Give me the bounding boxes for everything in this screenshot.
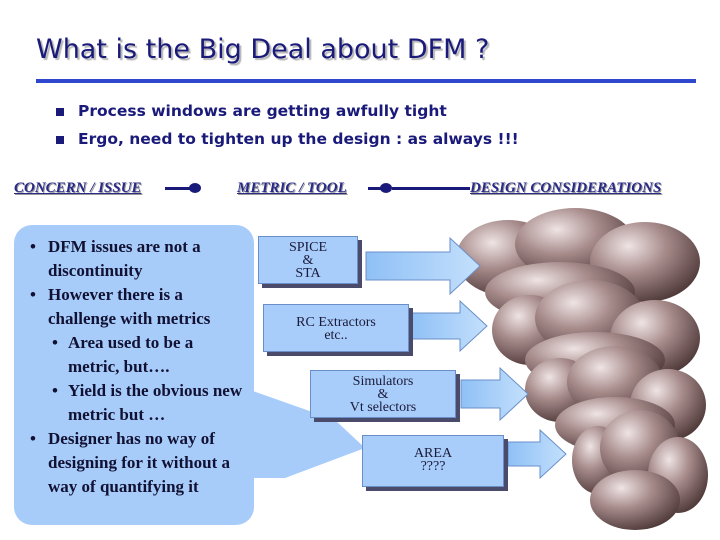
list-item: •Area used to be a metric, but…. — [52, 333, 194, 376]
bullet-list: Process windows are getting awfully tigh… — [56, 102, 519, 158]
metric-box-spice-sta: SPICE & STA — [258, 236, 358, 284]
header-metric-tool: METRIC / TOOL — [237, 180, 347, 196]
header-connector — [368, 187, 386, 190]
square-bullet-icon — [56, 136, 64, 144]
list-item: •However there is a challenge with metri… — [30, 285, 211, 328]
list-item: •Designer has no way of designing for it… — [30, 429, 230, 496]
cloud-icon — [572, 410, 708, 530]
right-arrow-icon — [365, 236, 481, 296]
metric-box-rc-extractors: RC Extractors etc.. — [263, 304, 409, 352]
bullet-item: Process windows are getting awfully tigh… — [56, 102, 519, 130]
right-arrow-icon — [460, 366, 529, 422]
callout-wedge — [250, 390, 365, 478]
page-title: What is the Big Deal about DFM ? — [36, 34, 490, 65]
title-divider — [36, 79, 696, 83]
metric-box-area: AREA ???? — [362, 435, 504, 487]
header-connector — [165, 187, 195, 190]
header-design-considerations: DESIGN CONSIDERATIONS — [470, 180, 662, 196]
concern-list: •DFM issues are not a discontinuity •How… — [30, 235, 248, 499]
right-arrow-icon — [411, 299, 488, 353]
list-item: •Yield is the obvious new metric but … — [52, 381, 243, 424]
header-concern-issue: CONCERN / ISSUE — [14, 180, 142, 196]
header-connector — [392, 187, 470, 190]
bullet-item: Ergo, need to tighten up the design : as… — [56, 130, 519, 158]
square-bullet-icon — [56, 108, 64, 116]
connector-dot-icon — [189, 183, 201, 193]
concern-callout: •DFM issues are not a discontinuity •How… — [14, 225, 254, 525]
metric-box-simulators: Simulators & Vt selectors — [310, 370, 456, 418]
right-arrow-icon — [507, 428, 567, 480]
list-item: •DFM issues are not a discontinuity — [30, 237, 201, 280]
connector-dot-icon — [380, 183, 392, 193]
